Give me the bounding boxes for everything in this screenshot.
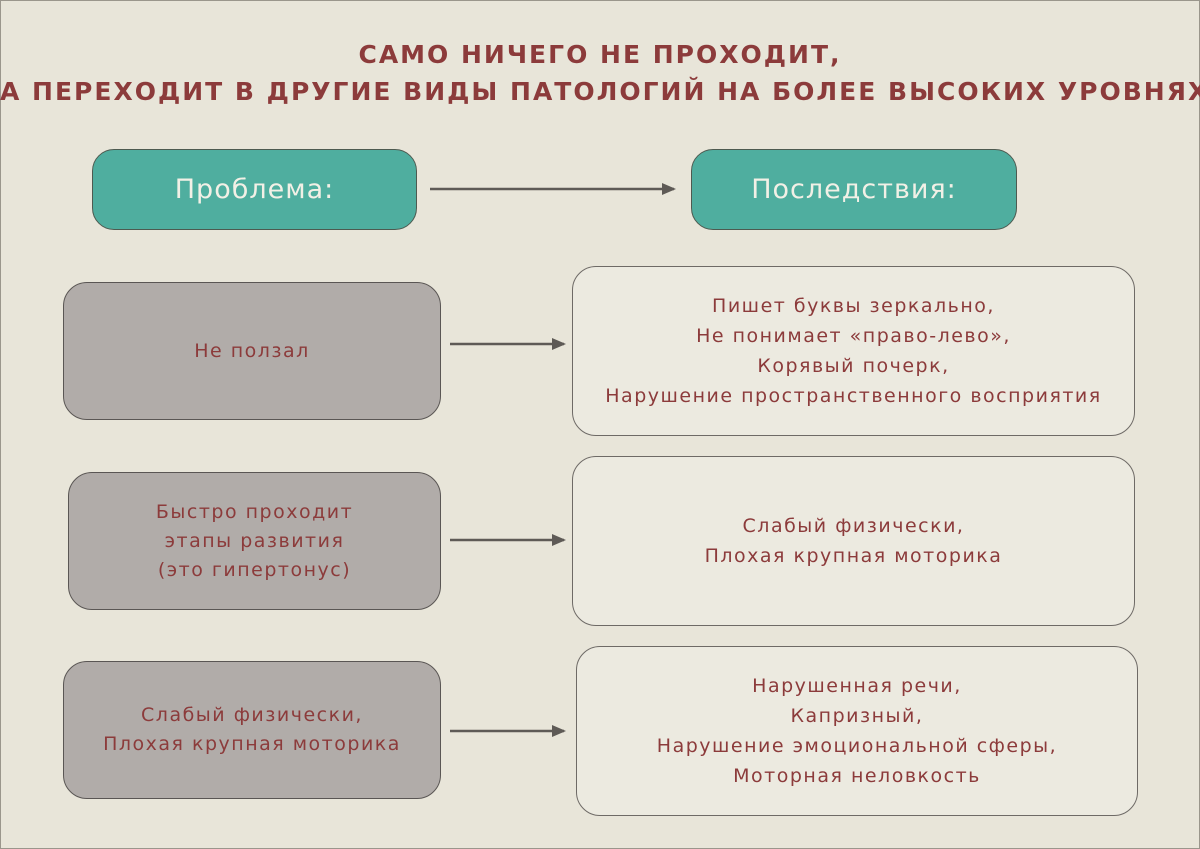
consequence-3-line-2: Капризный, [790, 705, 924, 727]
problem-3-line-2: Плохая крупная моторика [103, 733, 401, 755]
consequence-box-3: Нарушенная речи, Капризный, Нарушение эм… [576, 646, 1138, 816]
problem-2-line-3: (это гипертонус) [157, 558, 352, 581]
consequence-2-line-2: Плохая крупная моторика [704, 545, 1003, 567]
problem-box-3: Слабый физически, Плохая крупная моторик… [63, 661, 441, 799]
consequences-header-box: Последствия: [691, 149, 1017, 230]
consequence-2-line-1: Слабый физически, [742, 515, 965, 537]
problem-2-line-1: Быстро проходит [155, 500, 354, 523]
consequence-1-line-4: Нарушение пространственного восприятия [605, 385, 1102, 407]
problem-header-label: Проблема: [174, 174, 335, 205]
consequence-1-line-1: Пишет буквы зеркально, [712, 295, 995, 317]
consequence-1-line-2: Не понимает «право-лево», [696, 325, 1011, 347]
consequence-3-line-1: Нарушенная речи, [752, 675, 962, 697]
title-line-1: САМО НИЧЕГО НЕ ПРОХОДИТ, [358, 40, 842, 69]
problem-box-1: Не ползал [63, 282, 441, 420]
consequence-box-2: Слабый физически, Плохая крупная моторик… [572, 456, 1135, 626]
title-line-2: А ПЕРЕХОДИТ В ДРУГИЕ ВИДЫ ПАТОЛОГИЙ НА Б… [0, 77, 1200, 106]
consequence-1-line-3: Корявый почерк, [757, 355, 950, 377]
problem-1-line-1: Не ползал [194, 339, 310, 362]
consequence-3-line-4: Моторная неловкость [733, 765, 981, 787]
problem-2-line-2: этапы развития [164, 529, 345, 552]
diagram-title: САМО НИЧЕГО НЕ ПРОХОДИТ, А ПЕРЕХОДИТ В Д… [0, 36, 1200, 110]
problem-box-2: Быстро проходит этапы развития (это гипе… [68, 472, 441, 610]
consequence-box-1: Пишет буквы зеркально, Не понимает «прав… [572, 266, 1135, 436]
consequence-3-line-3: Нарушение эмоциональной сферы, [656, 735, 1058, 757]
problem-header-box: Проблема: [92, 149, 417, 230]
consequences-header-label: Последствия: [751, 174, 957, 205]
problem-3-line-1: Слабый физически, [141, 704, 363, 726]
